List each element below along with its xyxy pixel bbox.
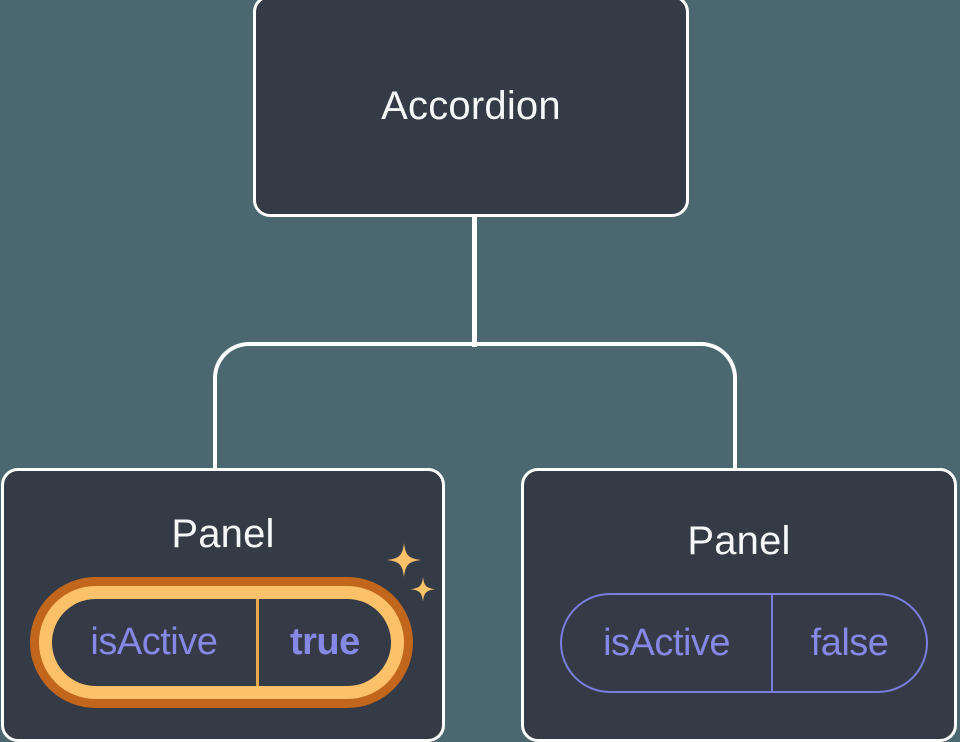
state-pill-inactive: isActive false <box>560 593 928 693</box>
node-panel-right-label: Panel <box>687 519 791 563</box>
state-name: isActive <box>52 599 259 686</box>
state-pill-active: isActive true <box>30 577 413 708</box>
state-value: true <box>289 621 360 663</box>
node-panel-left-label: Panel <box>171 512 275 556</box>
state-pill-active-body: isActive true <box>52 599 391 686</box>
sparkles-icon <box>387 543 436 602</box>
node-panel-left: Panel isActive true <box>1 468 445 742</box>
state-name: isActive <box>562 595 774 691</box>
node-panel-right: Panel isActive false <box>521 468 957 742</box>
connector-root-stem <box>472 215 477 347</box>
node-accordion: Accordion <box>253 0 689 217</box>
node-accordion-label: Accordion <box>381 84 561 128</box>
state-value: false <box>810 621 889 664</box>
connector-branch-elbow <box>213 342 737 472</box>
